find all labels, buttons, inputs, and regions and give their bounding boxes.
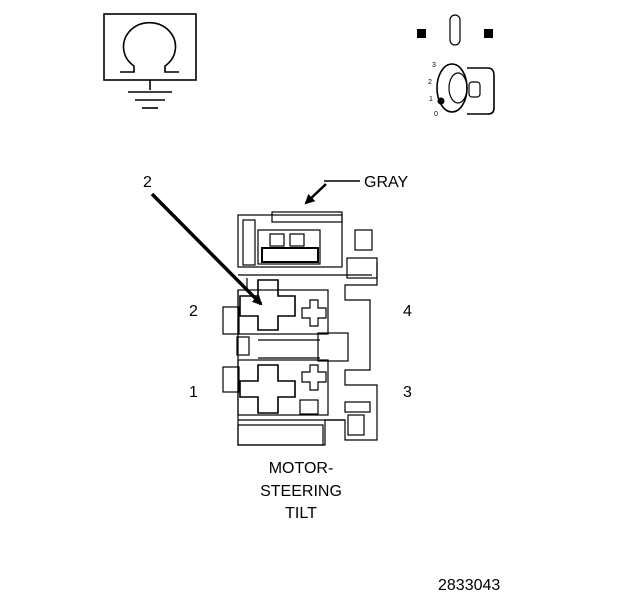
pin-label-2: 2 [189, 303, 198, 320]
wire-color-label: GRAY [364, 174, 408, 191]
wire-color-arrow [304, 183, 327, 205]
connector-body [222, 211, 378, 446]
caption-line-1: MOTOR- [269, 460, 334, 477]
caption-line-2: STEERING [260, 483, 342, 500]
ground-symbol-icon [103, 13, 197, 109]
key-position-2: 2 [428, 79, 432, 86]
key-position-3: 3 [432, 62, 436, 69]
pin-label-3: 3 [403, 384, 412, 401]
caption-line-3: TILT [285, 505, 317, 522]
figure-id: 2833043 [438, 577, 500, 594]
key-switch-icon: 3 2 1 0 [417, 14, 495, 118]
callout-arrow [150, 192, 263, 306]
pin-label-4: 4 [403, 303, 412, 320]
key-position-0: 0 [434, 111, 438, 118]
key-position-1: 1 [429, 96, 433, 103]
callout-number: 2 [143, 174, 152, 191]
pin-label-1: 1 [189, 384, 198, 401]
